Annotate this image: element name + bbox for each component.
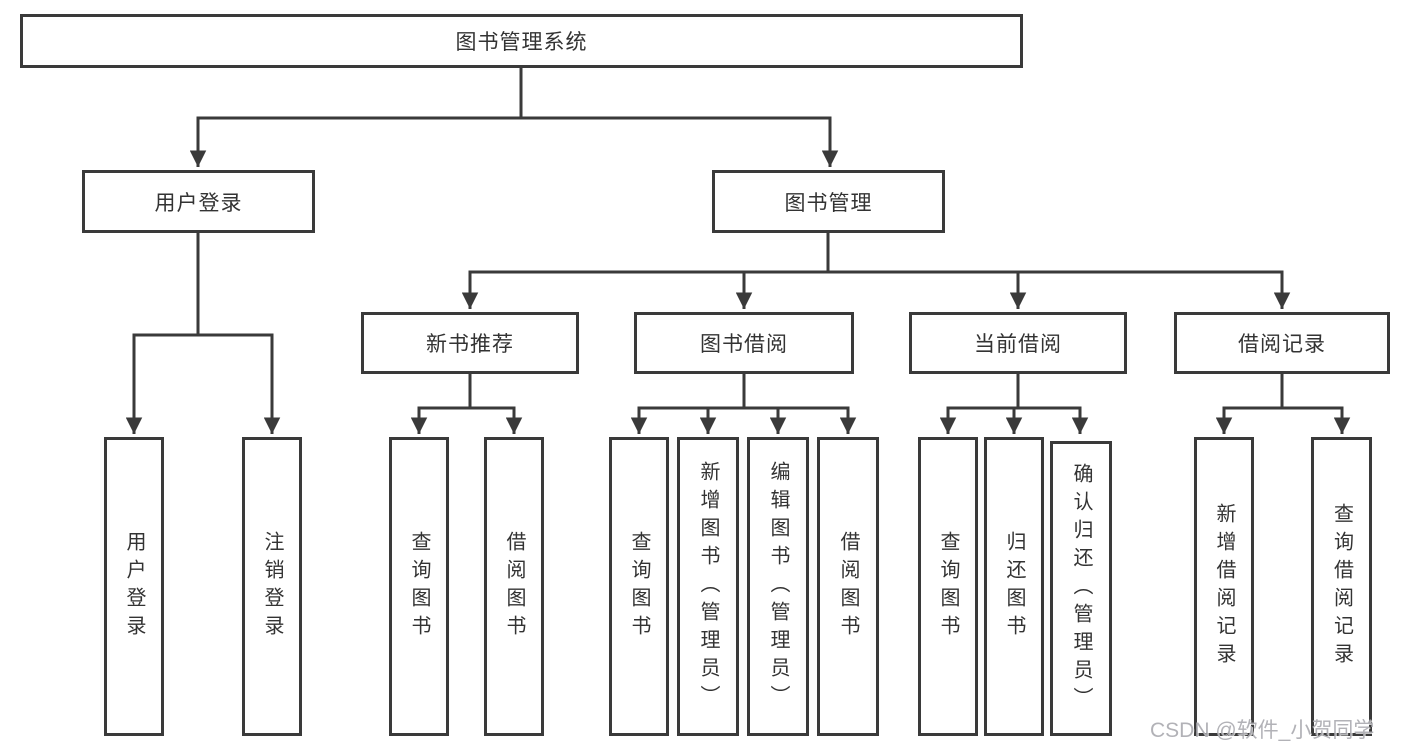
- leaf-query-books-borrowing-label: 查询图书: [628, 530, 650, 643]
- leaf-query-books-current: 查询图书: [918, 437, 978, 736]
- leaf-confirm-return-admin: 确认归还（管理员）: [1050, 441, 1112, 736]
- leaf-user-login: 用户登录: [104, 437, 164, 736]
- node-borrowing-records: 借阅记录: [1174, 312, 1390, 374]
- leaf-query-books-current-label: 查询图书: [937, 530, 959, 643]
- leaf-add-borrow-record-label: 新增借阅记录: [1213, 502, 1235, 671]
- leaf-user-login-label: 用户登录: [123, 530, 145, 643]
- node-book-borrowing: 图书借阅: [634, 312, 854, 374]
- leaf-logout-login: 注销登录: [242, 437, 302, 736]
- leaf-query-books-borrowing: 查询图书: [609, 437, 669, 736]
- node-library-system: 图书管理系统: [20, 14, 1023, 68]
- leaf-edit-books-admin: 编辑图书（管理员）: [747, 437, 809, 736]
- leaf-add-books-admin-label: 新增图书（管理员）: [697, 460, 719, 713]
- leaf-query-borrow-record-label: 查询借阅记录: [1330, 502, 1353, 671]
- leaf-query-books-recommend-label: 查询图书: [408, 530, 430, 643]
- leaf-confirm-return-admin-label: 确认归还（管理员）: [1070, 462, 1092, 715]
- leaf-edit-books-admin-label: 编辑图书（管理员）: [767, 460, 789, 713]
- leaf-borrow-books-recommend-label: 借阅图书: [503, 530, 525, 643]
- leaf-add-borrow-record: 新增借阅记录: [1194, 437, 1254, 736]
- leaf-borrow-books-borrowing-label: 借阅图书: [837, 530, 859, 643]
- leaf-return-books-label: 归还图书: [1003, 530, 1025, 643]
- node-current-borrowing: 当前借阅: [909, 312, 1127, 374]
- leaf-return-books: 归还图书: [984, 437, 1044, 736]
- leaf-query-borrow-record: 查询借阅记录: [1311, 437, 1372, 736]
- leaf-borrow-books-borrowing: 借阅图书: [817, 437, 879, 736]
- node-user-login: 用户登录: [82, 170, 315, 233]
- csdn-watermark: CSDN @软件_小贺同学: [1150, 719, 1375, 742]
- leaf-add-books-admin: 新增图书（管理员）: [677, 437, 739, 736]
- node-book-management: 图书管理: [712, 170, 945, 233]
- leaf-logout-login-label: 注销登录: [261, 530, 283, 643]
- leaf-borrow-books-recommend: 借阅图书: [484, 437, 544, 736]
- node-new-book-recommend: 新书推荐: [361, 312, 579, 374]
- leaf-query-books-recommend: 查询图书: [389, 437, 449, 736]
